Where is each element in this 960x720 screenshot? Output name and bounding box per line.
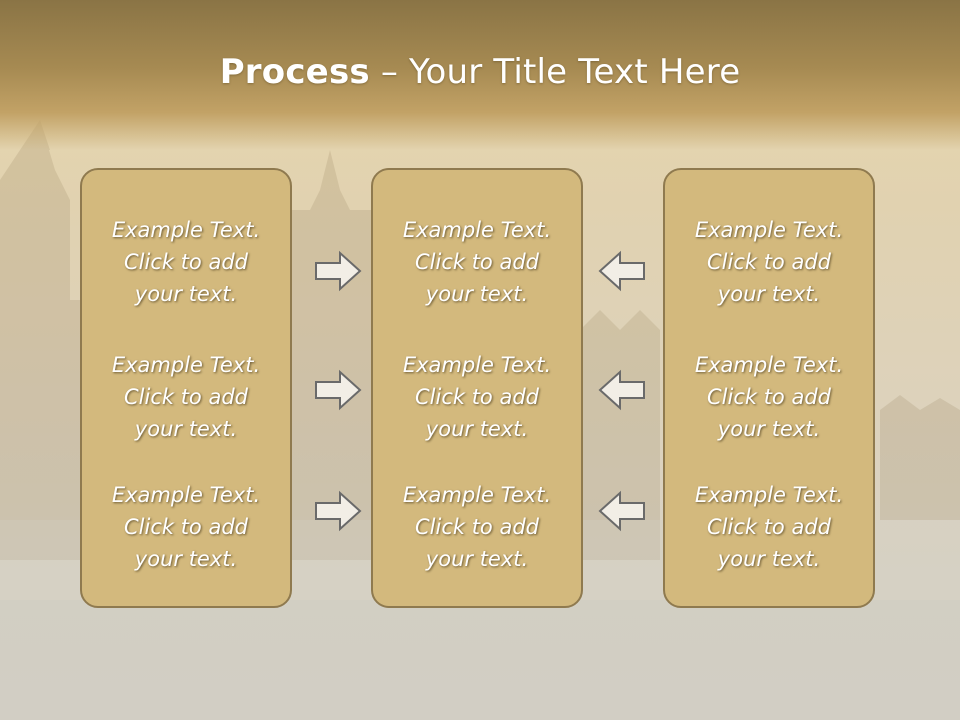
left-arrow-icon — [598, 490, 645, 532]
text-line: your text. — [425, 547, 529, 571]
right-arrow-icon — [315, 369, 362, 411]
text-item[interactable]: Example Text. Click to add your text. — [82, 479, 290, 575]
text-line: Click to add — [123, 515, 248, 539]
text-line: Example Text. — [402, 483, 552, 507]
text-line: your text. — [717, 417, 821, 441]
left-arrow-icon — [598, 250, 645, 292]
text-line: Click to add — [414, 385, 539, 409]
text-line: Example Text. — [694, 218, 844, 242]
text-line: Click to add — [706, 515, 831, 539]
text-box-left[interactable]: Example Text. Click to add your text. Ex… — [80, 168, 292, 608]
text-item[interactable]: Example Text. Click to add your text. — [82, 214, 290, 310]
right-arrow-icon — [315, 250, 362, 292]
text-line: Example Text. — [694, 483, 844, 507]
title-bold: Process — [219, 52, 370, 92]
text-line: your text. — [425, 417, 529, 441]
text-item[interactable]: Example Text. Click to add your text. — [82, 349, 290, 445]
text-box-right[interactable]: Example Text. Click to add your text. Ex… — [663, 168, 875, 608]
text-line: Example Text. — [111, 353, 261, 377]
text-item[interactable]: Example Text. Click to add your text. — [665, 349, 873, 445]
text-line: Click to add — [706, 250, 831, 274]
title-bar — [0, 0, 960, 150]
text-line: Example Text. — [694, 353, 844, 377]
text-item[interactable]: Example Text. Click to add your text. — [665, 214, 873, 310]
text-line: Example Text. — [402, 353, 552, 377]
text-line: your text. — [134, 282, 238, 306]
title-rest: – Your Title Text Here — [369, 52, 741, 92]
text-line: Example Text. — [111, 218, 261, 242]
text-line: your text. — [134, 417, 238, 441]
text-line: your text. — [134, 547, 238, 571]
text-line: your text. — [717, 282, 821, 306]
left-arrow-icon — [598, 369, 645, 411]
text-line: Click to add — [414, 515, 539, 539]
right-arrow-icon — [315, 490, 362, 532]
slide-title: Process – Your Title Text Here — [0, 52, 960, 92]
text-item[interactable]: Example Text. Click to add your text. — [373, 349, 581, 445]
text-line: Click to add — [414, 250, 539, 274]
text-line: Example Text. — [111, 483, 261, 507]
text-item[interactable]: Example Text. Click to add your text. — [373, 479, 581, 575]
text-line: Example Text. — [402, 218, 552, 242]
text-line: Click to add — [706, 385, 831, 409]
text-line: your text. — [425, 282, 529, 306]
text-line: Click to add — [123, 385, 248, 409]
text-line: Click to add — [123, 250, 248, 274]
text-line: your text. — [717, 547, 821, 571]
text-item[interactable]: Example Text. Click to add your text. — [373, 214, 581, 310]
text-box-middle[interactable]: Example Text. Click to add your text. Ex… — [371, 168, 583, 608]
text-item[interactable]: Example Text. Click to add your text. — [665, 479, 873, 575]
